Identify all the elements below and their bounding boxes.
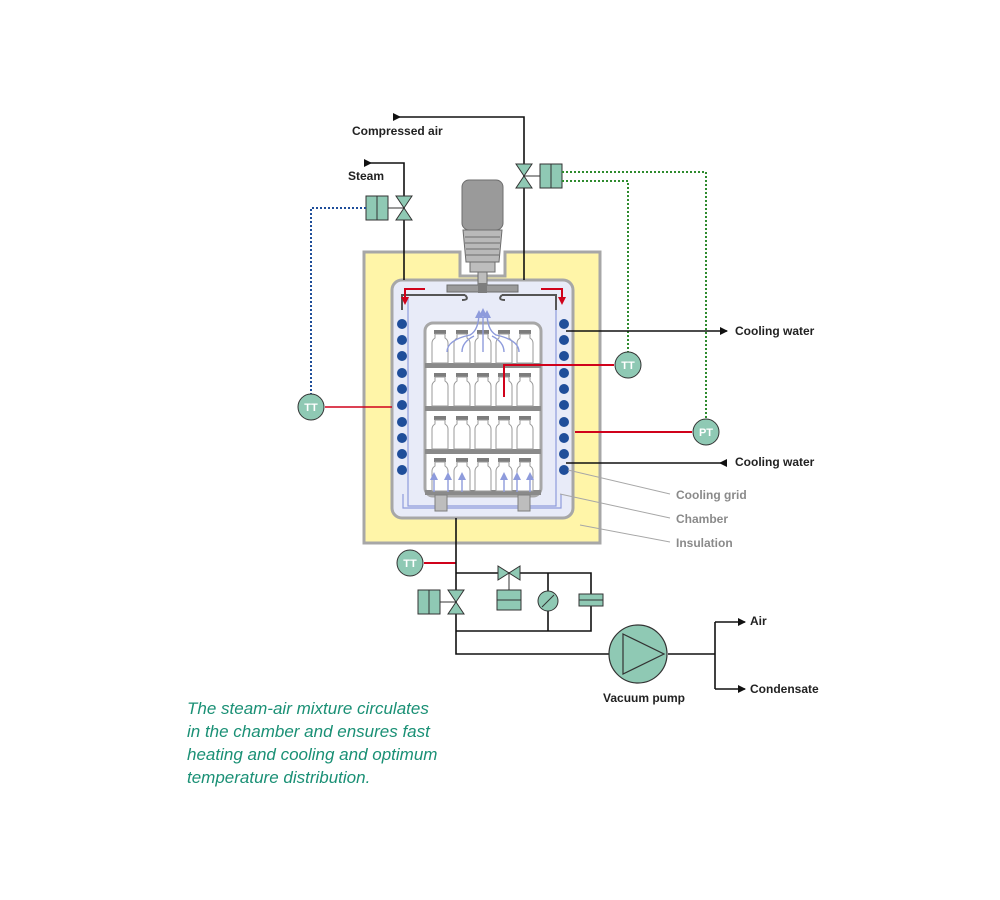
steam-trap xyxy=(578,593,604,607)
air-guide-channel xyxy=(407,298,557,507)
bottle xyxy=(474,376,492,407)
caption-line: heating and cooling and optimum xyxy=(187,745,438,764)
bottle xyxy=(516,333,534,364)
steam-line xyxy=(368,162,405,280)
insulation-label: Insulation xyxy=(676,536,733,550)
steam-label: Steam xyxy=(348,169,384,183)
bottle-cap xyxy=(477,416,489,420)
bottle xyxy=(474,461,492,492)
caption-line: in the chamber and ensures fast xyxy=(187,722,430,741)
cooling-water-out-label: Cooling water xyxy=(735,324,815,338)
bottle-cap xyxy=(519,416,531,420)
bottle-cap xyxy=(434,330,446,334)
circulation-arrow-right xyxy=(541,288,566,305)
compressed-air-line xyxy=(396,116,525,280)
bottle-cap xyxy=(477,458,489,462)
steam-valve[interactable] xyxy=(388,195,413,221)
label-leader-lines xyxy=(559,469,671,543)
air-control-signal xyxy=(562,171,707,420)
bottle-cap xyxy=(434,458,446,462)
vacuum-pump[interactable] xyxy=(608,624,668,684)
flow-indicator xyxy=(537,590,559,612)
bottle-load xyxy=(431,330,534,492)
bypass-valve-actuator[interactable] xyxy=(496,589,522,611)
svg-text:TT: TT xyxy=(403,558,417,570)
bottle xyxy=(516,461,534,492)
condensate-label: Condensate xyxy=(750,682,819,696)
caption-line: The steam-air mixture circulates xyxy=(187,699,429,718)
chamber-label: Chamber xyxy=(676,512,728,526)
diagram-caption: The steam-air mixture circulates in the … xyxy=(187,697,487,789)
bottle xyxy=(431,333,449,364)
pressure-transmitter: PT xyxy=(692,418,720,446)
bottle-cap xyxy=(519,458,531,462)
steam-flow-arrows-bottom xyxy=(430,472,534,492)
temperature-transmitter-left: TT xyxy=(297,393,325,421)
bottle xyxy=(495,419,513,450)
temperature-transmitter-right: TT xyxy=(614,351,642,379)
bottle-cap xyxy=(498,416,510,420)
svg-text:PT: PT xyxy=(699,427,713,439)
drain-valve-actuator[interactable] xyxy=(417,589,441,615)
bypass-valve[interactable] xyxy=(497,565,521,590)
bottle xyxy=(453,419,471,450)
cooling-grid-left xyxy=(397,319,407,475)
bottle xyxy=(453,376,471,407)
steam-control-signal xyxy=(310,207,366,395)
compressed-air-valve-actuator[interactable] xyxy=(539,163,563,189)
rack-shelves xyxy=(425,363,541,495)
bottle-cap xyxy=(498,330,510,334)
cooling-grid-label: Cooling grid xyxy=(676,488,747,502)
drain-valve[interactable] xyxy=(440,589,465,615)
temperature-transmitter-bottom: TT xyxy=(396,549,424,577)
compressed-air-label: Compressed air xyxy=(352,124,443,138)
bottle-cap xyxy=(519,330,531,334)
cooling-water-in-label: Cooling water xyxy=(735,455,815,469)
bottle xyxy=(431,419,449,450)
air-outlet-label: Air xyxy=(750,614,767,628)
bottle-cap xyxy=(434,373,446,377)
bottle-cap xyxy=(519,373,531,377)
bottle-cap xyxy=(456,330,468,334)
bottle xyxy=(431,376,449,407)
cooling-grid-right xyxy=(559,319,569,475)
rack-foot-right xyxy=(517,494,531,512)
circulation-arrow-left xyxy=(401,288,425,305)
vacuum-pump-label: Vacuum pump xyxy=(603,691,685,705)
svg-text:TT: TT xyxy=(304,402,318,414)
steam-valve-actuator[interactable] xyxy=(365,195,389,221)
bottle-cap xyxy=(456,458,468,462)
compressed-air-valve[interactable] xyxy=(515,163,540,189)
bottle xyxy=(474,419,492,450)
bottle-cap xyxy=(498,458,510,462)
caption-line: temperature distribution. xyxy=(187,768,371,787)
bottle-cap xyxy=(434,416,446,420)
rack-foot-left xyxy=(434,494,448,512)
bottle-cap xyxy=(456,373,468,377)
bottle-cap xyxy=(477,373,489,377)
tt-right-sensor-line xyxy=(503,364,614,397)
bottle xyxy=(516,376,534,407)
bottle-cap xyxy=(456,416,468,420)
bottle xyxy=(516,419,534,450)
top-baffle xyxy=(401,294,557,310)
steam-flow-arrows-top xyxy=(446,308,520,353)
fan-motor xyxy=(446,179,519,293)
svg-text:TT: TT xyxy=(621,360,635,372)
